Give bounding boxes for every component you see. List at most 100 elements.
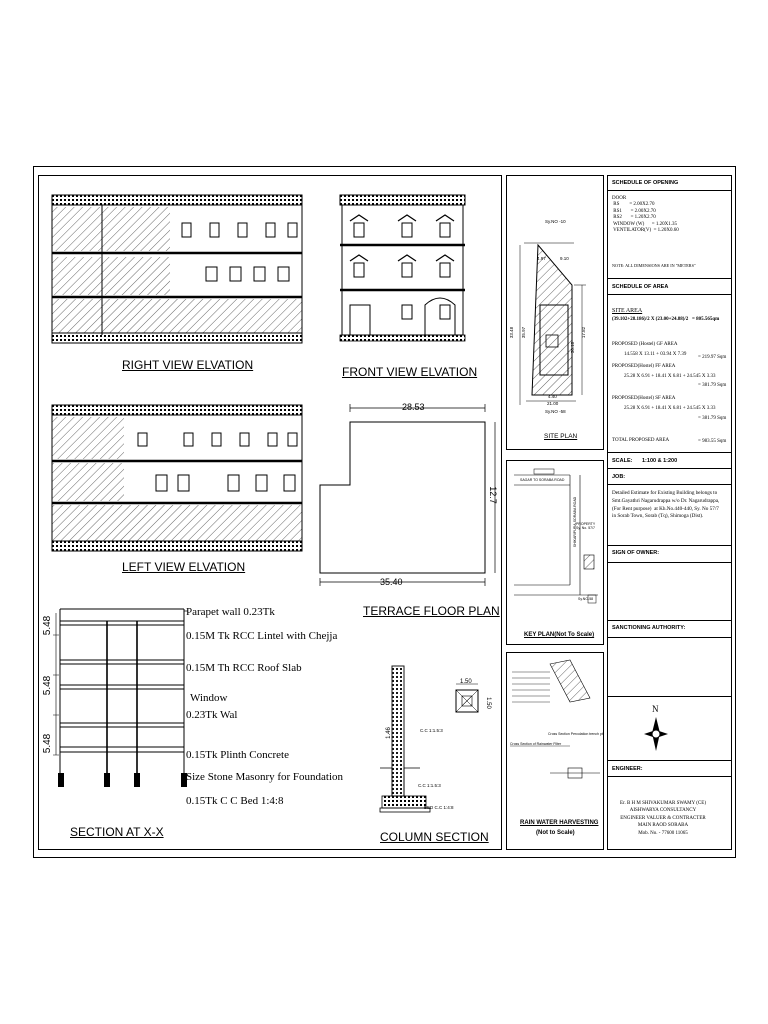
site-plan-sy-top: Sy.NO -10	[545, 219, 566, 224]
front-view-title: FRONT VIEW ELVATION	[342, 365, 478, 379]
job-label: JOB:	[612, 474, 626, 480]
schedule-opening-heading: SCHEDULE OF OPENING	[612, 180, 679, 186]
section-label-cc-bed: 0.15Tk C C Bed 1:4:8	[186, 795, 284, 807]
site-plan-panel	[506, 175, 604, 450]
section-label-wall: 0.23Tk Wal	[186, 709, 238, 721]
column-dim-side: 1.50	[484, 697, 491, 709]
tb-divider-12	[607, 760, 732, 761]
tb-divider-10	[607, 637, 732, 638]
rwh-drawing	[510, 659, 600, 779]
sign-owner-label: SIGN OF OWNER:	[612, 550, 660, 556]
section-label-foundation: Size Stone Masonry for Foundation	[186, 771, 344, 783]
front-view-elevation-drawing	[339, 194, 466, 342]
gf-area-calc: 14.558 X 13.11 + 03.94 X 7.39	[624, 352, 687, 357]
site-plan-dim-8: 4.40	[548, 394, 557, 399]
tb-divider-1	[607, 190, 732, 191]
tb-divider-4	[607, 452, 732, 453]
column-label-cc2: C.C 1:1.5:3	[418, 783, 441, 788]
site-plan-dim-7: 21.00	[547, 401, 559, 406]
site-plan-dim-4: 35.97	[521, 326, 527, 339]
gf-area-total: = 219.97 Sqm	[698, 355, 727, 360]
tb-divider-13	[607, 776, 732, 777]
tb-divider-9	[607, 620, 732, 621]
key-plan-sy: Sy.NO-58	[578, 597, 594, 601]
section-label-window: Window	[190, 692, 228, 704]
north-arrow-icon	[644, 717, 668, 751]
key-plan-property: PROPERTY Sy. No. 57/7	[576, 522, 596, 530]
scale-label: SCALE:	[612, 458, 633, 464]
column-title: COLUMN SECTION	[380, 830, 489, 844]
site-plan-dim-2: 9.10	[560, 256, 569, 261]
section-title: SECTION AT X-X	[70, 825, 164, 839]
column-height: 1.46	[385, 727, 392, 739]
key-plan-road: SAGAR TO SORABA ROAD	[520, 478, 565, 482]
tb-divider-11	[607, 696, 732, 697]
site-plan-dim-1: 4.97	[537, 256, 546, 261]
rwh-title-1: RAIN WATER HARVESTING	[520, 820, 599, 826]
site-plan-sy-bottom: Sy.NO -58	[545, 409, 566, 414]
rwh-percolation: Cross Section Percolation trench pit	[548, 732, 604, 736]
tb-divider-3	[607, 294, 732, 295]
site-area-calc: (39.102+28.186)/2 X (23.00+24.88)/2 = 80…	[612, 317, 720, 322]
gf-area-label: PROPOSED (Hostel) GF AREA	[612, 342, 678, 347]
schedule-area-heading: SCHEDULE OF AREA	[612, 284, 669, 290]
right-view-title: RIGHT VIEW ELVATION	[122, 358, 254, 372]
ff-area-label: PROPOSED(Hostel) FF AREA	[612, 364, 676, 369]
rwh-title-2: (Not to Scale)	[536, 830, 575, 836]
section-drawing	[53, 608, 188, 787]
left-view-elevation-drawing	[51, 404, 303, 552]
schedule-opening-lines: DOOR RS = 2.00X2.70 RS1 = 2.00X2.70 RS2 …	[612, 196, 679, 234]
total-area-value: = 983.55 Sqm	[698, 439, 727, 444]
job-text: Detailed Estimate for Existing Building …	[612, 490, 720, 520]
sanctioning-label: SANCTIONING AUTHORITY:	[612, 625, 686, 631]
tb-divider-6	[607, 484, 732, 485]
total-area-label: TOTAL PROPOSED AREA	[612, 438, 670, 443]
engineer-label: ENGINEER:	[612, 766, 643, 772]
drawing-area-border	[38, 175, 502, 850]
site-plan-title: SITE PLAN	[544, 433, 578, 440]
scale-value: 1:100 & 1:200	[642, 458, 678, 464]
section-label-parapet: Parapet wall 0.23Tk	[186, 606, 275, 618]
tb-divider-5	[607, 468, 732, 469]
terrace-dim-top: 28.53	[402, 402, 425, 412]
rwh-cross-section: Cross Section of Rainwater Filter	[510, 742, 562, 746]
key-plan-drawing	[514, 468, 598, 604]
column-section-drawing	[379, 665, 479, 813]
site-plan-dim-3: 33.48	[509, 326, 515, 339]
drawing-sheet-border	[33, 166, 736, 858]
column-label-bed: BED C.C 1:4:8	[424, 805, 454, 810]
terrace-dim-bottom: 35.40	[380, 577, 403, 587]
section-label-roof-slab: 0.15M Th RCC Roof Slab	[186, 662, 302, 674]
column-label-cc1: C.C 1:1.5:3	[420, 728, 443, 733]
ff-area-total: = 381.79 Sqm	[698, 383, 727, 388]
tb-divider-7	[607, 545, 732, 546]
sf-area-label: PROPOSED(Hostel) SF AREA	[612, 396, 676, 401]
right-view-elevation-drawing	[51, 194, 303, 344]
north-label: N	[652, 704, 659, 714]
section-label-plinth: 0.15Tk Plinth Concrete	[186, 749, 289, 761]
left-view-title: LEFT VIEW ELVATION	[122, 560, 246, 574]
section-dim-3: 5.48	[42, 733, 54, 754]
key-plan-title: KEY PLAN(Not To Scale)	[524, 632, 595, 638]
site-plan-dim-6: 17.82	[581, 326, 587, 339]
terrace-dim-right: 12.7	[487, 486, 498, 504]
tb-divider-2	[607, 278, 732, 279]
title-block	[607, 175, 732, 850]
terrace-floor-plan-drawing	[319, 404, 496, 586]
site-plan-dim-5: 30.18	[570, 341, 576, 354]
rwh-panel	[506, 652, 604, 850]
schedule-opening-note: NOTE: ALL DIMENSIONS ARE IN "METERS"	[612, 263, 696, 268]
section-dim-2: 5.48	[42, 675, 54, 696]
tb-divider-8	[607, 562, 732, 563]
ff-area-calc: 25.28 X 6.91 + 18.41 X 6.81 + 24.545 X 3…	[624, 374, 716, 379]
section-dim-1: 5.48	[42, 615, 54, 636]
sf-area-total: = 381.79 Sqm	[698, 416, 727, 421]
section-label-lintel: 0.15M Tk RCC Lintel with Chejja	[186, 630, 338, 642]
engineer-details: Er. B H M SHIVAKUMAR SWAMY (CE) AISHWARY…	[620, 801, 706, 836]
site-plan-drawing	[519, 242, 586, 405]
key-plan-panel	[506, 460, 604, 645]
column-dim-top: 1.50	[460, 679, 472, 685]
terrace-title: TERRACE FLOOR PLAN	[363, 604, 500, 618]
sf-area-calc: 25.28 X 6.91 + 18.41 X 6.81 + 24.545 X 3…	[624, 406, 716, 411]
site-area-label: SITE AREA	[612, 308, 643, 314]
